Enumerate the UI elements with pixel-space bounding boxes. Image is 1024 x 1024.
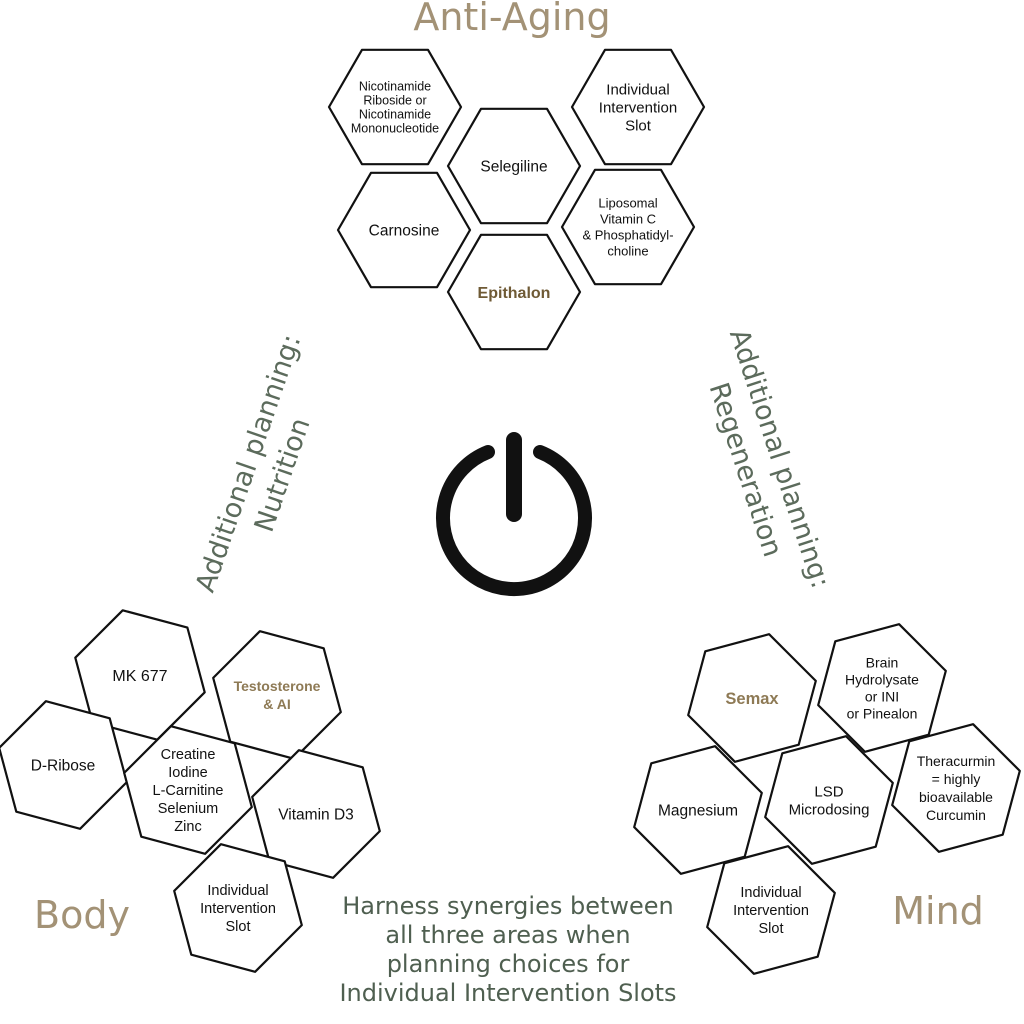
hexagon-label: Vitamin D3 (278, 807, 354, 824)
hexagon-shape (706, 845, 836, 975)
hexagon-label: Hydrolysate (845, 672, 919, 688)
anti-aging-title: Anti-Aging (413, 0, 610, 39)
hexagon-label: Brain (866, 655, 899, 671)
anti-aging-hexagon: Epithalon (446, 233, 582, 351)
hexagon-label: Slot (625, 117, 652, 134)
power-icon (436, 432, 592, 597)
hexagon-shape (251, 749, 381, 879)
hexagon-label: Intervention (599, 99, 677, 116)
hexagon-label: Intervention (200, 901, 276, 917)
hexagon-label: Selegiline (480, 159, 547, 176)
hexagon-label: Nicotinamide (359, 80, 431, 94)
hexagon-label: LSD (814, 783, 843, 800)
hexagon-label: Mononucleotide (351, 122, 439, 136)
regeneration-label: Additional planning: Regeneration (703, 325, 836, 592)
body-title: Body (34, 893, 130, 937)
hexagon-shape (173, 843, 303, 973)
hexagon-label: Individual (606, 81, 669, 98)
anti-aging-hexagon: Carnosine (336, 171, 472, 289)
center-note-line-3: planning choices for (387, 950, 630, 978)
hexagon-label: Individual (740, 885, 801, 901)
hexagon-label: Riboside or (363, 94, 426, 108)
nutrition-label: Additional planning: Nutrition (190, 330, 317, 596)
body-hexagon: MK 677 (74, 609, 206, 741)
hexagon-shape (560, 168, 696, 286)
hexagon-label: Individual (207, 883, 268, 899)
hexagon-label: Selenium (158, 801, 218, 817)
hexagon-label: Nicotinamide (359, 108, 431, 122)
hexagon-label: L-Carnitine (153, 783, 224, 799)
hexagon-label: or INI (865, 689, 899, 705)
hexagon-label: bioavailable (919, 789, 993, 805)
hexagon-shape (0, 700, 128, 830)
hexagon-label: = highly (932, 771, 981, 787)
hexagon-label: Epithalon (478, 285, 551, 302)
hexagon-shape (817, 623, 947, 753)
mind-title: Mind (892, 889, 984, 933)
hexagon-label: & AI (263, 696, 290, 712)
hexagon-shape (891, 723, 1021, 853)
hexagon-label: Semax (725, 690, 779, 708)
center-note-line-4: Individual Intervention Slots (339, 979, 676, 1007)
hexagon-label: Vitamin C (600, 212, 656, 227)
hexagon-label: Creatine (161, 747, 216, 763)
hexagon-label: D-Ribose (31, 758, 96, 775)
hexagon-shape (123, 725, 253, 855)
body-hexagon: Testosterone & AI (212, 630, 342, 760)
power-ring (436, 445, 592, 597)
hexagon-label: Testosterone (234, 678, 321, 694)
hexagon-shape (327, 48, 463, 166)
center-note-line-1: Harness synergies between (342, 892, 674, 920)
body-hexagon: D-Ribose (0, 700, 128, 830)
hexagon-label: Curcumin (926, 807, 986, 823)
hexagon-label: Iodine (168, 765, 208, 781)
hexagon-shape (570, 48, 706, 166)
hexagon-shape (446, 107, 582, 225)
anti-aging-hexagon: Selegiline (446, 107, 582, 225)
hexagon-label: MK 677 (112, 668, 167, 685)
hexagon-label: Intervention (733, 903, 809, 919)
body-hexagon: Vitamin D3 (251, 749, 381, 879)
mind-hexagon: Magnesium (633, 745, 763, 875)
hexagon-shape (336, 171, 472, 289)
hexagon-shape (446, 233, 582, 351)
hexagon-label: Theracurmin (917, 753, 996, 769)
hexagon-shape (764, 735, 894, 865)
hexagon-label: Carnosine (369, 223, 440, 240)
hexagon-label: & Phosphatidyl- (582, 228, 673, 243)
hexagon-label: Microdosing (789, 801, 870, 818)
hexagon-label: or Pinealon (847, 706, 918, 722)
center-note-line-2: all three areas when (385, 921, 630, 949)
mind-hexagon: Semax (687, 633, 817, 763)
hexagon-shape (687, 633, 817, 763)
hexagon-label: Magnesium (658, 803, 738, 820)
hexagon-label: Slot (759, 921, 784, 937)
hexagon-label: Slot (226, 919, 251, 935)
hexagon-label: Liposomal (598, 196, 657, 211)
hexagon-label: Zinc (174, 819, 201, 835)
center-note: Harness synergies between all three area… (339, 892, 676, 1007)
hexagon-shape (212, 630, 342, 760)
hexagon-label: choline (607, 244, 648, 259)
